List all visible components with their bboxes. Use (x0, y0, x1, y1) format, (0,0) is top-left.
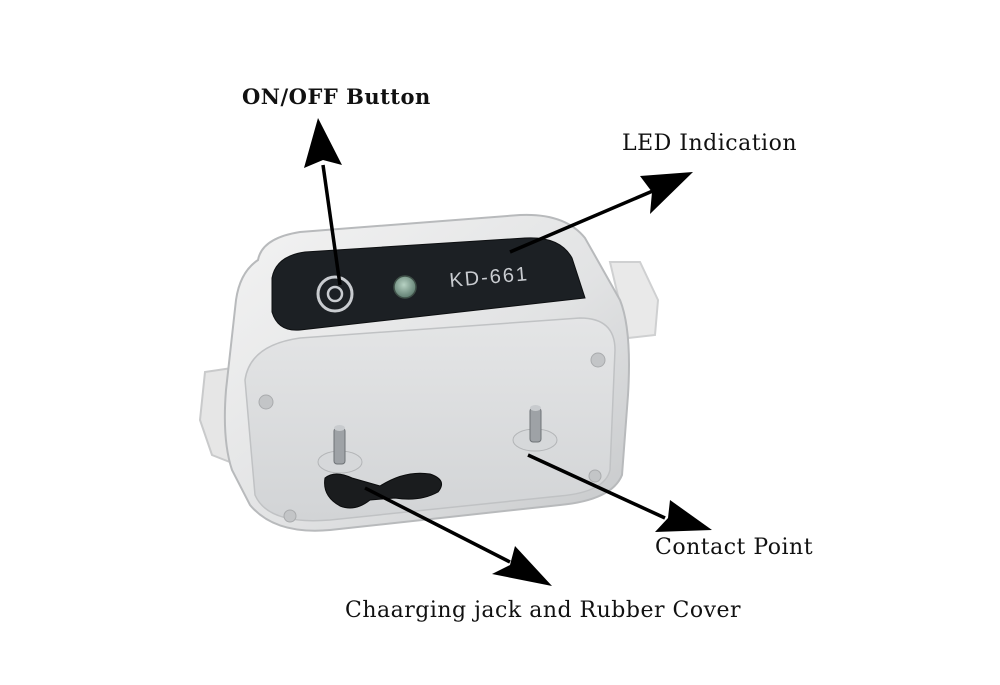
screw-hole (283, 509, 297, 523)
contact-point-right (512, 405, 558, 452)
label-led-indication: LED Indication (622, 131, 798, 156)
screw-hole (590, 352, 606, 368)
charging-jack-cover (324, 472, 443, 509)
label-contact-point: Contact Point (655, 535, 814, 560)
power-button[interactable] (316, 275, 354, 313)
label-charging-jack: Chaarging jack and Rubber Cover (345, 598, 742, 623)
screw-hole (588, 469, 602, 483)
led-indicator (393, 275, 417, 299)
arrow-charging (364, 486, 552, 586)
control-panel (271, 237, 586, 331)
contact-point-left (317, 425, 363, 474)
arrow-led (509, 172, 693, 254)
label-on-off-button: ON/OFF Button (242, 84, 431, 109)
arrow-contact (527, 453, 712, 532)
arrow-on-off (304, 118, 342, 286)
screw-hole (258, 394, 274, 410)
